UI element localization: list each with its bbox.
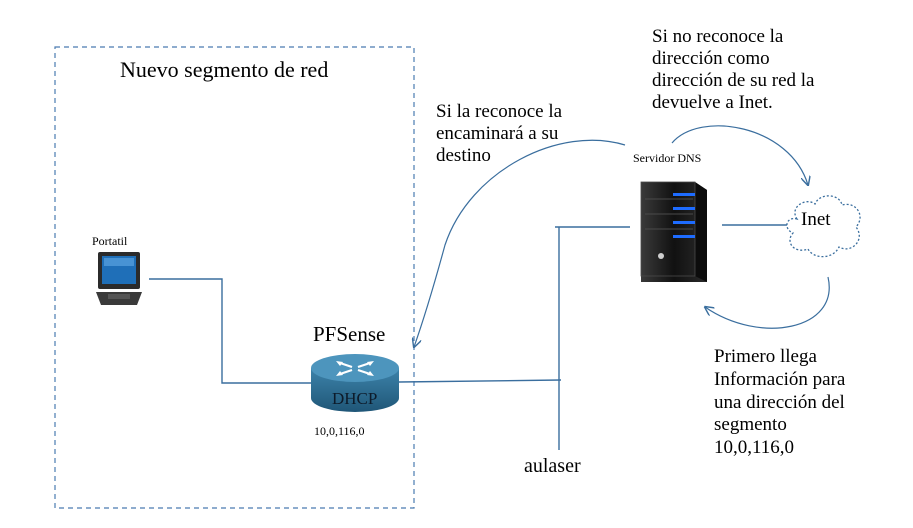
note-first-arrives: Primero llega Información para una direc… — [714, 346, 845, 460]
switch-label: aulaser — [524, 455, 581, 477]
laptop-router-link — [149, 278, 311, 384]
note-line: Información para — [714, 368, 846, 390]
note-line: segmento — [714, 414, 787, 436]
note-line: destino — [436, 144, 491, 166]
note-line: dirección de su red la — [652, 69, 815, 91]
laptop-icon — [96, 252, 142, 305]
note-line: una dirección del — [714, 391, 845, 413]
segment-boundary — [54, 46, 415, 509]
note-line: Si no reconoce la — [652, 26, 784, 47]
note-line: dirección como — [652, 47, 770, 69]
reply-to-segment-arrow — [414, 139, 626, 347]
note-line: Si la reconoce la — [436, 101, 563, 122]
cloud-label: Inet — [801, 209, 831, 230]
cloud-icon — [786, 195, 861, 258]
note-line: devuelve a Inet. — [652, 91, 773, 113]
server-label: Servidor DNS — [633, 151, 702, 165]
router-label: PFSense — [313, 322, 386, 346]
router-service-label: DHCP — [332, 389, 378, 408]
note-known-address: Si la reconoce la encaminará a su destin… — [436, 101, 562, 167]
router-switch-link — [398, 379, 562, 383]
router-ip-label: 10,0,116,0 — [314, 424, 365, 438]
router-icon — [311, 354, 399, 412]
note-line: encaminará a su — [436, 122, 559, 144]
laptop-label: Portatil — [92, 234, 128, 248]
note-line: Primero llega — [714, 346, 817, 367]
server-icon — [640, 181, 707, 282]
inet-to-server-arrow — [705, 276, 830, 329]
segment-title: Nuevo segmento de red — [120, 57, 329, 82]
forward-to-inet-arrow — [671, 125, 808, 185]
note-unknown-address: Si no reconoce la dirección como direcci… — [652, 26, 814, 113]
note-line: 10,0,116,0 — [714, 437, 795, 459]
